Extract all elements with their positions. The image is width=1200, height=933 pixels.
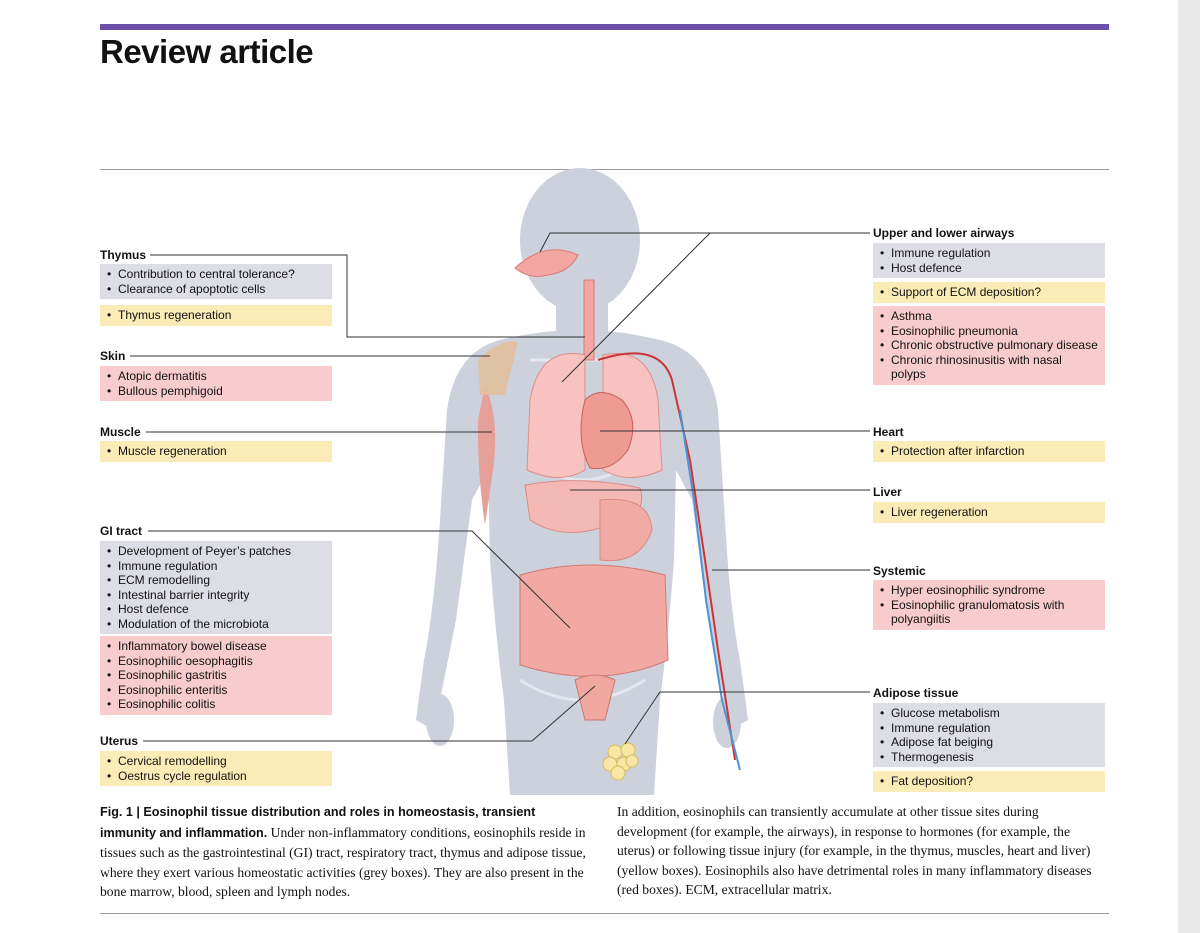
adipose-homeostatic-box: Glucose metabolism Immune regulation Adi… — [873, 703, 1105, 767]
skin-disease-box: Atopic dermatitis Bullous pemphigoid — [100, 366, 332, 401]
list-item: ECM remodelling — [107, 573, 326, 588]
thymus-homeostatic-box: Contribution to central tolerance? Clear… — [100, 264, 332, 299]
list-item: Support of ECM deposition? — [880, 285, 1099, 300]
thymus-transient-box: Thymus regeneration — [100, 305, 332, 326]
list-item: Adipose fat beiging — [880, 735, 1099, 750]
list-item: Cervical remodelling — [107, 754, 326, 769]
muscle-transient-box: Muscle regeneration — [100, 441, 332, 462]
list-item: Intestinal barrier integrity — [107, 588, 326, 603]
muscle-label: Muscle — [100, 425, 141, 439]
systemic-disease-box: Hyper eosinophilic syndrome Eosinophilic… — [873, 580, 1105, 630]
list-item: Clearance of apoptotic cells — [107, 282, 326, 297]
list-item: Liver regeneration — [880, 505, 1099, 520]
list-item: Eosinophilic oesophagitis — [107, 654, 326, 669]
list-item: Muscle regeneration — [107, 444, 326, 459]
list-item: Thermogenesis — [880, 750, 1099, 765]
journal-accent-bar — [100, 24, 1109, 30]
muscle-arm — [477, 385, 496, 525]
top-rule — [100, 169, 1109, 170]
thymus-label: Thymus — [100, 248, 147, 262]
adipose-label: Adipose tissue — [873, 686, 959, 700]
airways-homeostatic-box: Immune regulation Host defence — [873, 243, 1105, 278]
adipose-transient-box: Fat deposition? — [873, 771, 1105, 792]
figure-caption-right: In addition, eosinophils can transiently… — [617, 804, 1092, 897]
uterus-label: Uterus — [100, 734, 139, 748]
body-silhouette — [416, 168, 748, 795]
bottom-rule — [100, 913, 1109, 914]
list-item: Eosinophilic colitis — [107, 697, 326, 712]
list-item: Modulation of the microbiota — [107, 617, 326, 632]
list-item: Host defence — [880, 261, 1099, 276]
airways-disease-box: Asthma Eosinophilic pneumonia Chronic ob… — [873, 306, 1105, 385]
list-item: Eosinophilic granulomatosis with polyang… — [880, 598, 1099, 627]
heart-transient-box: Protection after infarction — [873, 441, 1105, 462]
skin-patch — [478, 341, 518, 395]
figure-caption-left: Fig. 1 | Eosinophil tissue distribution … — [100, 802, 592, 902]
airways-transient-box: Support of ECM deposition? — [873, 282, 1105, 303]
uterus — [574, 674, 616, 721]
list-item: Eosinophilic gastritis — [107, 668, 326, 683]
figure-caption-text: Under non-inflammatory conditions, eosin… — [100, 824, 586, 900]
figure-caption-title: Fig. 1 | Eosinophil tissue distribution … — [100, 805, 536, 840]
list-item: Immune regulation — [880, 246, 1099, 261]
gi-homeostatic-box: Development of Peyer’s patches Immune re… — [100, 541, 332, 634]
nasal-airway — [514, 249, 595, 361]
list-item: Hyper eosinophilic syndrome — [880, 583, 1099, 598]
liver-label: Liver — [873, 485, 902, 499]
list-item: Eosinophilic pneumonia — [880, 324, 1099, 339]
list-item: Development of Peyer’s patches — [107, 544, 326, 559]
list-item: Chronic rhinosinusitis with nasal polyps — [880, 353, 1099, 382]
liver-transient-box: Liver regeneration — [873, 502, 1105, 523]
list-item: Host defence — [107, 602, 326, 617]
systemic-label: Systemic — [873, 564, 926, 578]
list-item: Immune regulation — [880, 721, 1099, 736]
airways-label: Upper and lower airways — [873, 226, 1015, 240]
page-edge — [1178, 0, 1200, 933]
skin-label: Skin — [100, 349, 126, 363]
list-item: Eosinophilic enteritis — [107, 683, 326, 698]
list-item: Contribution to central tolerance? — [107, 267, 326, 282]
list-item: Glucose metabolism — [880, 706, 1099, 721]
list-item: Bullous pemphigoid — [107, 384, 326, 399]
list-item: Protection after infarction — [880, 444, 1099, 459]
uterus-transient-box: Cervical remodelling Oestrus cycle regul… — [100, 751, 332, 786]
blood-vessels — [597, 352, 741, 771]
list-item: Oestrus cycle regulation — [107, 769, 326, 784]
liver-stomach — [524, 480, 653, 562]
gi-tract-label: GI tract — [100, 524, 143, 538]
section-header: Review article — [100, 33, 314, 70]
intestines — [519, 564, 669, 677]
adipose-cells — [602, 742, 639, 781]
list-item: Atopic dermatitis — [107, 369, 326, 384]
heart-label: Heart — [873, 425, 904, 439]
list-item: Immune regulation — [107, 559, 326, 574]
gi-disease-box: Inflammatory bowel disease Eosinophilic … — [100, 636, 332, 715]
list-item: Asthma — [880, 309, 1099, 324]
list-item: Thymus regeneration — [107, 308, 326, 323]
list-item: Inflammatory bowel disease — [107, 639, 326, 654]
list-item: Fat deposition? — [880, 774, 1099, 789]
leader-lines — [130, 232, 870, 745]
list-item: Chronic obstructive pulmonary disease — [880, 338, 1099, 353]
